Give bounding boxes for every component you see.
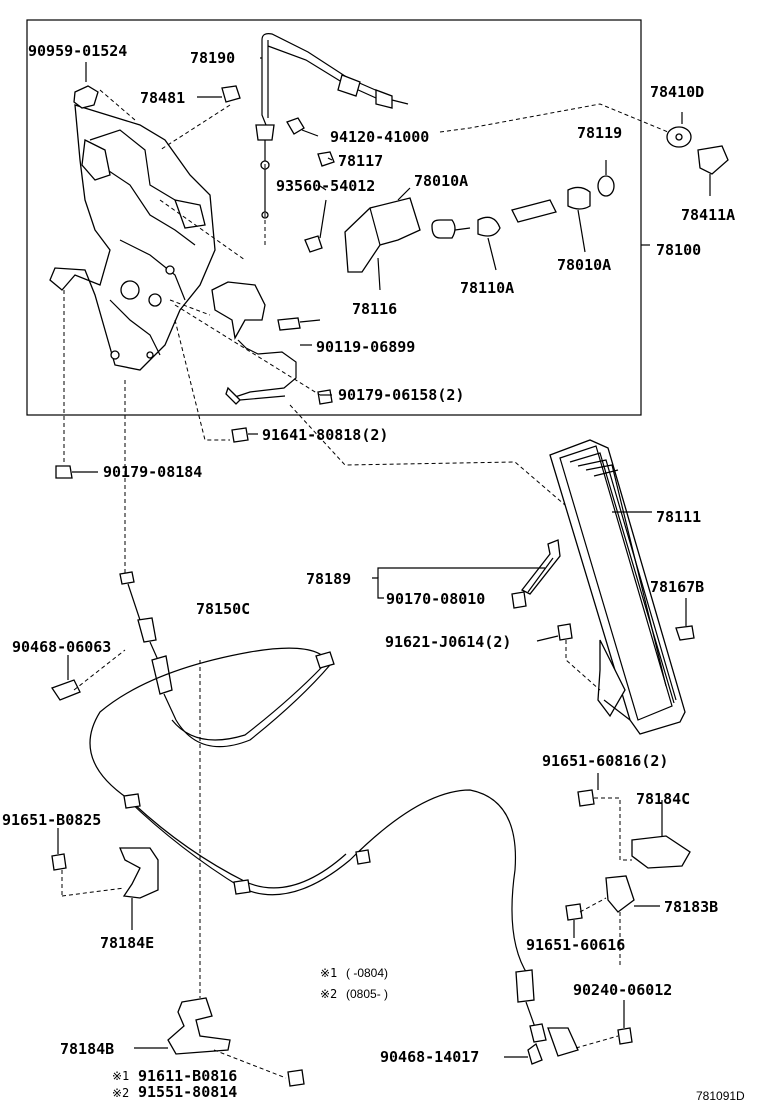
label-91621-J0614: 91621-J0614(2) [385, 633, 511, 651]
label-78110A: 78110A [460, 279, 514, 297]
label-93560-54012: 93560-54012 [276, 177, 375, 195]
label-90179-08184: 90179-08184 [103, 463, 202, 481]
washer-78119 [597, 175, 615, 197]
label-91651-B0825: 91651-B0825 [2, 811, 101, 829]
nut-90179-08184 [55, 465, 73, 479]
nut-90170-08010 [511, 591, 527, 609]
label-78190: 78190 [190, 49, 235, 67]
label-90119-06899: 90119-06899 [316, 338, 415, 356]
label-78184E: 78184E [100, 934, 154, 952]
label-78010A-right: 78010A [557, 256, 611, 274]
label-78150C: 78150C [196, 600, 250, 618]
label-91551-80814: 91551-80814 [138, 1083, 237, 1101]
label-91611-B0816: 91611-B0816 [138, 1067, 237, 1085]
label-78100: 78100 [656, 241, 701, 259]
note-mark-1: ※1 [320, 966, 337, 980]
nut-94120-41000 [286, 117, 305, 135]
label-78010A-top: 78010A [414, 172, 468, 190]
bolt-91611-B0816 [287, 1069, 305, 1087]
bolt-90240-06012 [617, 1027, 633, 1045]
stopper-78167B [675, 625, 695, 641]
label-91641-80818: 91641-80818(2) [262, 426, 388, 444]
bolt-91651-60616 [565, 903, 583, 921]
cap-78411A [697, 145, 729, 175]
footnote-mark-2: ※2 [112, 1086, 129, 1100]
bracket-78184E [119, 847, 159, 899]
label-78119: 78119 [577, 124, 622, 142]
label-90468-06063: 90468-06063 [12, 638, 111, 656]
label-78184B: 78184B [60, 1040, 114, 1058]
stopper-78116 [344, 197, 421, 273]
bolt-91641-80818 [231, 427, 249, 443]
assembly-frame-78100 [26, 19, 642, 416]
bolt-91651-60816 [577, 789, 595, 807]
leader-lines-upper [85, 57, 711, 441]
label-90468-14017: 90468-14017 [380, 1048, 479, 1066]
diagram-code: 781091D [696, 1089, 745, 1103]
label-78481: 78481 [140, 89, 185, 107]
clip-78117 [317, 151, 335, 167]
spring-78110A [477, 216, 501, 237]
bolt-91621-J0614 [557, 623, 573, 641]
dashed-link-to-pedal [289, 404, 566, 506]
label-78189: 78189 [306, 570, 351, 588]
part-labels: 90959-01524 78190 78481 94120-41000 7811… [2, 42, 745, 1103]
note-1-range: ( -0804) [346, 966, 388, 980]
clip-90468-06063 [51, 679, 81, 701]
label-78111: 78111 [656, 508, 701, 526]
nut-90179-06158 [317, 389, 333, 405]
label-78117: 78117 [338, 152, 383, 170]
clip-78183B [605, 875, 635, 913]
rod-78190-drawing [255, 33, 409, 245]
bushing-78010A-right [567, 186, 591, 210]
clip-90468-14017 [527, 1042, 543, 1065]
label-90170-08010: 90170-08010 [386, 590, 485, 608]
label-91651-60616: 91651-60616 [526, 936, 625, 954]
bolt-90119-06899 [277, 317, 301, 331]
label-78184C: 78184C [636, 790, 690, 808]
bolt-91651-B0825 [51, 853, 67, 871]
label-90179-06158: 90179-06158(2) [338, 386, 464, 404]
label-90240-06012: 90240-06012 [573, 981, 672, 999]
bushing-78010A-left [431, 219, 456, 239]
label-91651-60816: 91651-60816(2) [542, 752, 668, 770]
bracket-78184B [167, 997, 231, 1055]
bolt-78189 [521, 539, 561, 595]
label-78167B: 78167B [650, 578, 704, 596]
bracket-78184C [631, 835, 691, 869]
label-78411A: 78411A [681, 206, 735, 224]
shaft-pin [511, 199, 557, 223]
label-78183B: 78183B [664, 898, 718, 916]
bracket-assembly-drawing [49, 85, 297, 405]
bolt-93560-54012 [304, 235, 323, 253]
pedal-78111-drawing [549, 439, 686, 735]
label-78410D: 78410D [650, 83, 704, 101]
label-90959-01524: 90959-01524 [28, 42, 127, 60]
label-94120-41000: 94120-41000 [330, 128, 429, 146]
footnote-mark-1: ※1 [112, 1069, 129, 1083]
cable-78150C-drawing [89, 571, 579, 1057]
label-78116: 78116 [352, 300, 397, 318]
note-2-range: (0805- ) [346, 987, 388, 1001]
note-mark-2: ※2 [320, 987, 337, 1001]
